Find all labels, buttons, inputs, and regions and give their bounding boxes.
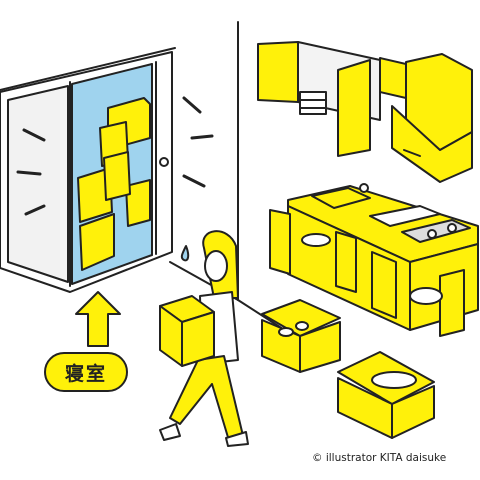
carried-box: [159, 295, 215, 367]
surprise-lines-icon: [16, 96, 214, 216]
up-arrow-icon: [75, 291, 121, 347]
room-label: 寝室: [44, 352, 128, 392]
sweat-drop-icon: [180, 245, 190, 262]
upper-cabinets: [257, 41, 433, 157]
kitchen-counter: [269, 183, 479, 337]
door-handle: [159, 157, 169, 167]
floor-boxes: [261, 299, 435, 439]
illustrator-credit: © illustrator KITA daisuke: [312, 452, 447, 464]
range-hood: [391, 53, 473, 183]
closet-boxes: [77, 97, 151, 271]
